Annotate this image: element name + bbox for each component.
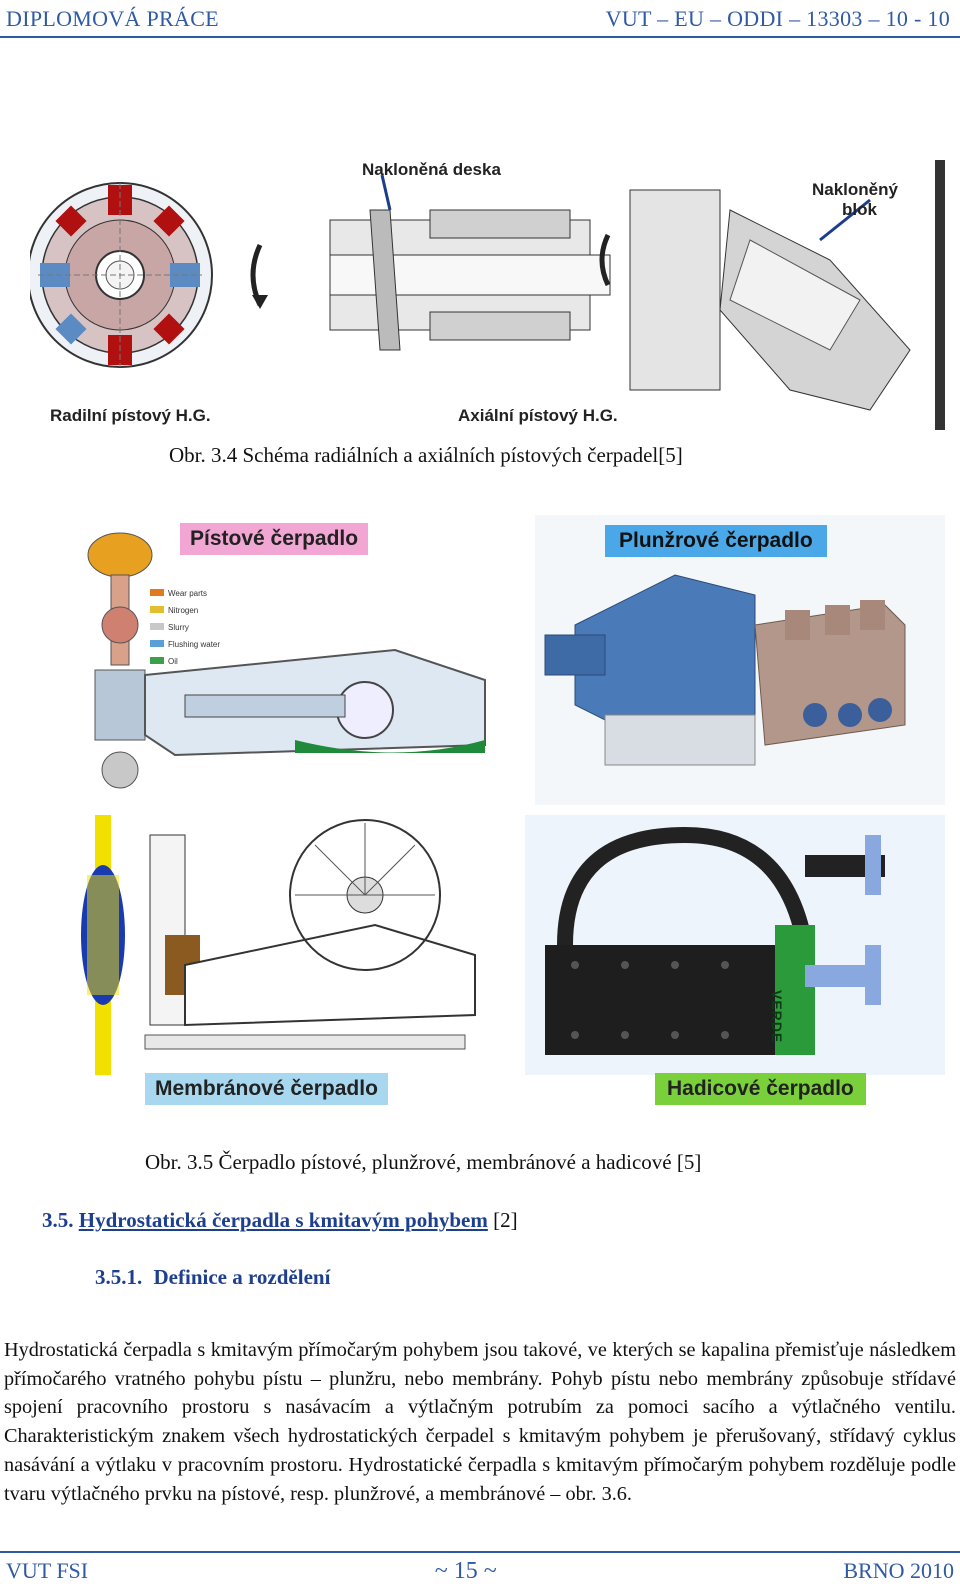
subsection-number: 3.5.1. bbox=[95, 1265, 143, 1289]
legend-item-oil: Oil bbox=[150, 653, 220, 670]
axial-pump-plate-drawing bbox=[329, 174, 611, 351]
body-paragraph: Hydrostatická čerpadla s kmitavým přímoč… bbox=[4, 1339, 956, 1505]
section-number: 3.5. bbox=[42, 1208, 74, 1232]
figure-pump-types: Pístové čerpadlo Wear parts Nitrogen Slu… bbox=[65, 505, 950, 1120]
label-tilted-block-line1: Nakloněný bbox=[812, 180, 898, 199]
pump-schematic-drawing bbox=[27, 160, 945, 430]
figure-caption-3-5: Obr. 3.5 Čerpadlo pístové, plunžrové, me… bbox=[145, 1150, 702, 1174]
header-right: VUT – EU – ODDI – 13303 – 10 - 10 bbox=[605, 6, 950, 31]
axial-pump-block-drawing bbox=[629, 160, 945, 430]
legend-item-slurry: Slurry bbox=[150, 619, 220, 636]
subsection-heading: 3.5.1. Definice a rozdělení bbox=[95, 1265, 330, 1290]
legend-item-nitrogen: Nitrogen bbox=[150, 602, 220, 619]
label-plunger-pump: Plunžrové čerpadlo bbox=[605, 525, 827, 557]
piston-pump-panel: Pístové čerpadlo Wear parts Nitrogen Slu… bbox=[65, 505, 495, 795]
label-axial: Axiální pístový H.G. bbox=[458, 406, 618, 425]
footer-left: VUT FSI bbox=[6, 1558, 89, 1583]
footer-divider bbox=[0, 1551, 960, 1553]
section-title: Hydrostatická čerpadla s kmitavým pohybe… bbox=[78, 1208, 488, 1232]
page-footer: VUT FSI ~ 15 ~ BRNO 2010 bbox=[6, 1556, 954, 1586]
page-number: ~ 15 ~ bbox=[434, 1557, 497, 1584]
label-piston-pump: Pístové čerpadlo bbox=[180, 523, 369, 555]
header-left: DIPLOMOVÁ PRÁCE bbox=[6, 6, 219, 31]
hose-pump-illustration bbox=[525, 815, 945, 1075]
header-divider bbox=[0, 36, 960, 38]
hose-pump-panel: VERDE Hadicové čerpadlo bbox=[525, 815, 945, 1115]
membrane-pump-panel: Membránové čerpadlo bbox=[65, 815, 495, 1115]
label-tilted-block: Nakloněný blok bbox=[812, 180, 898, 220]
hose-pump-brand: VERDE bbox=[769, 990, 785, 1044]
section-ref: [2] bbox=[493, 1208, 518, 1232]
page-header: DIPLOMOVÁ PRÁCE VUT – EU – ODDI – 13303 … bbox=[6, 4, 950, 34]
legend-item-wear-parts: Wear parts bbox=[150, 585, 220, 602]
label-tilted-block-line2: blok bbox=[842, 200, 877, 219]
piston-pump-legend: Wear parts Nitrogen Slurry Flushing wate… bbox=[150, 585, 220, 670]
figure-caption-3-4: Obr. 3.4 Schéma radiálních a axiálních p… bbox=[169, 443, 683, 467]
plunger-pump-illustration bbox=[535, 515, 945, 805]
section-heading: 3.5. Hydrostatická čerpadla s kmitavým p… bbox=[42, 1208, 518, 1233]
radial-pump-drawing bbox=[27, 182, 213, 368]
figure-radial-axial: Nakloněná deska Nakloněný blok Radilní p… bbox=[27, 150, 950, 440]
subsection-title: Definice a rozdělení bbox=[153, 1265, 331, 1289]
piston-pump-illustration bbox=[87, 532, 486, 789]
plunger-pump-panel: Plunžrové čerpadlo bbox=[535, 515, 945, 805]
label-membrane-pump: Membránové čerpadlo bbox=[145, 1073, 388, 1105]
footer-right: BRNO 2010 bbox=[843, 1558, 954, 1583]
label-tilted-plate: Nakloněná deska bbox=[362, 160, 501, 179]
label-radial: Radilní pístový H.G. bbox=[50, 406, 211, 425]
legend-item-flushing-water: Flushing water bbox=[150, 636, 220, 653]
label-hose-pump: Hadicové čerpadlo bbox=[655, 1073, 866, 1105]
membrane-pump-illustration bbox=[81, 815, 476, 1075]
